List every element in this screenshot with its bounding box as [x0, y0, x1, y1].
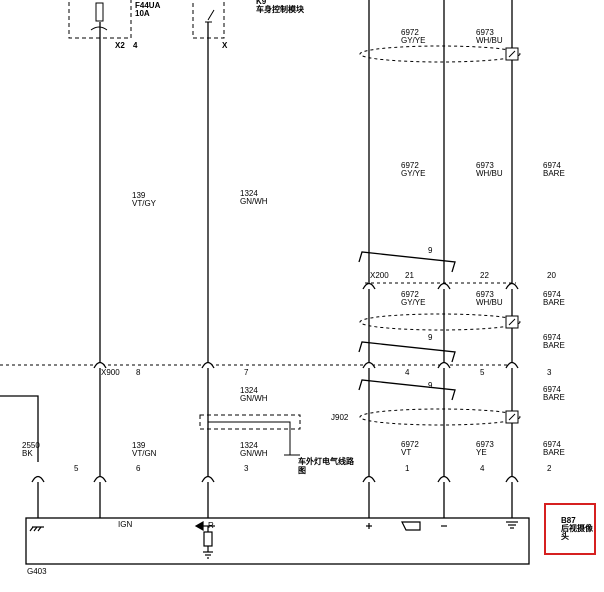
module-pin-1: 5: [74, 464, 79, 473]
b87-id: B87: [561, 516, 576, 525]
twist-2: [358, 341, 456, 363]
b87-highlight-box: [544, 503, 596, 555]
shield-1: [359, 45, 521, 63]
ground-id: G403: [27, 567, 47, 576]
x900-pin-2: 7: [244, 368, 249, 377]
x200-id: X200: [370, 271, 389, 280]
twist-pin-1: 9: [428, 246, 433, 255]
twist-pin-3: 9: [428, 381, 433, 390]
wire-ground-lead: [0, 395, 39, 462]
k9-name: 车身控制模块: [256, 5, 304, 14]
module-pin-2: 6: [136, 464, 141, 473]
ext-light-box: [199, 414, 301, 430]
shield-3: [359, 408, 521, 426]
x900-pin-1: 8: [136, 368, 141, 377]
b87-name-line1: 后视摄像: [561, 524, 593, 533]
module-pin-6: 2: [547, 464, 552, 473]
k9-conn: X: [222, 41, 228, 50]
twist-pin-2: 9: [428, 333, 433, 342]
b87-module-box: [25, 517, 530, 565]
module-pin-4: 1: [405, 464, 410, 473]
ext-light-ref[interactable]: 车外灯电气线路图: [298, 457, 354, 475]
x200-pin-3: 20: [547, 271, 556, 280]
twist-1: [358, 251, 456, 273]
x200-pin-2: 22: [480, 271, 489, 280]
k9-switch: [205, 9, 215, 23]
fuse-id: F44UA: [135, 1, 161, 10]
x900-pin-4: 5: [480, 368, 485, 377]
module-pin-3: 3: [244, 464, 249, 473]
fuse-rating: 10A: [135, 9, 150, 18]
shield-2: [359, 313, 521, 331]
x2-pin: 4: [133, 41, 138, 50]
module-pin-5: 4: [480, 464, 485, 473]
k9-id: K9: [256, 0, 267, 6]
x200-pin-1: 21: [405, 271, 414, 280]
x900-pin-3: 4: [405, 368, 410, 377]
twist-3: [358, 379, 456, 401]
x2-label: X2: [115, 41, 125, 50]
x900-pin-5: 3: [547, 368, 552, 377]
j902-id: J902: [331, 413, 349, 422]
b87-name-line2: 头: [561, 532, 569, 541]
pin-label-r: R: [208, 521, 214, 530]
x900-id: X900: [101, 368, 120, 377]
pin-label-ign: IGN: [118, 520, 133, 529]
fuse-symbol: [95, 2, 104, 22]
